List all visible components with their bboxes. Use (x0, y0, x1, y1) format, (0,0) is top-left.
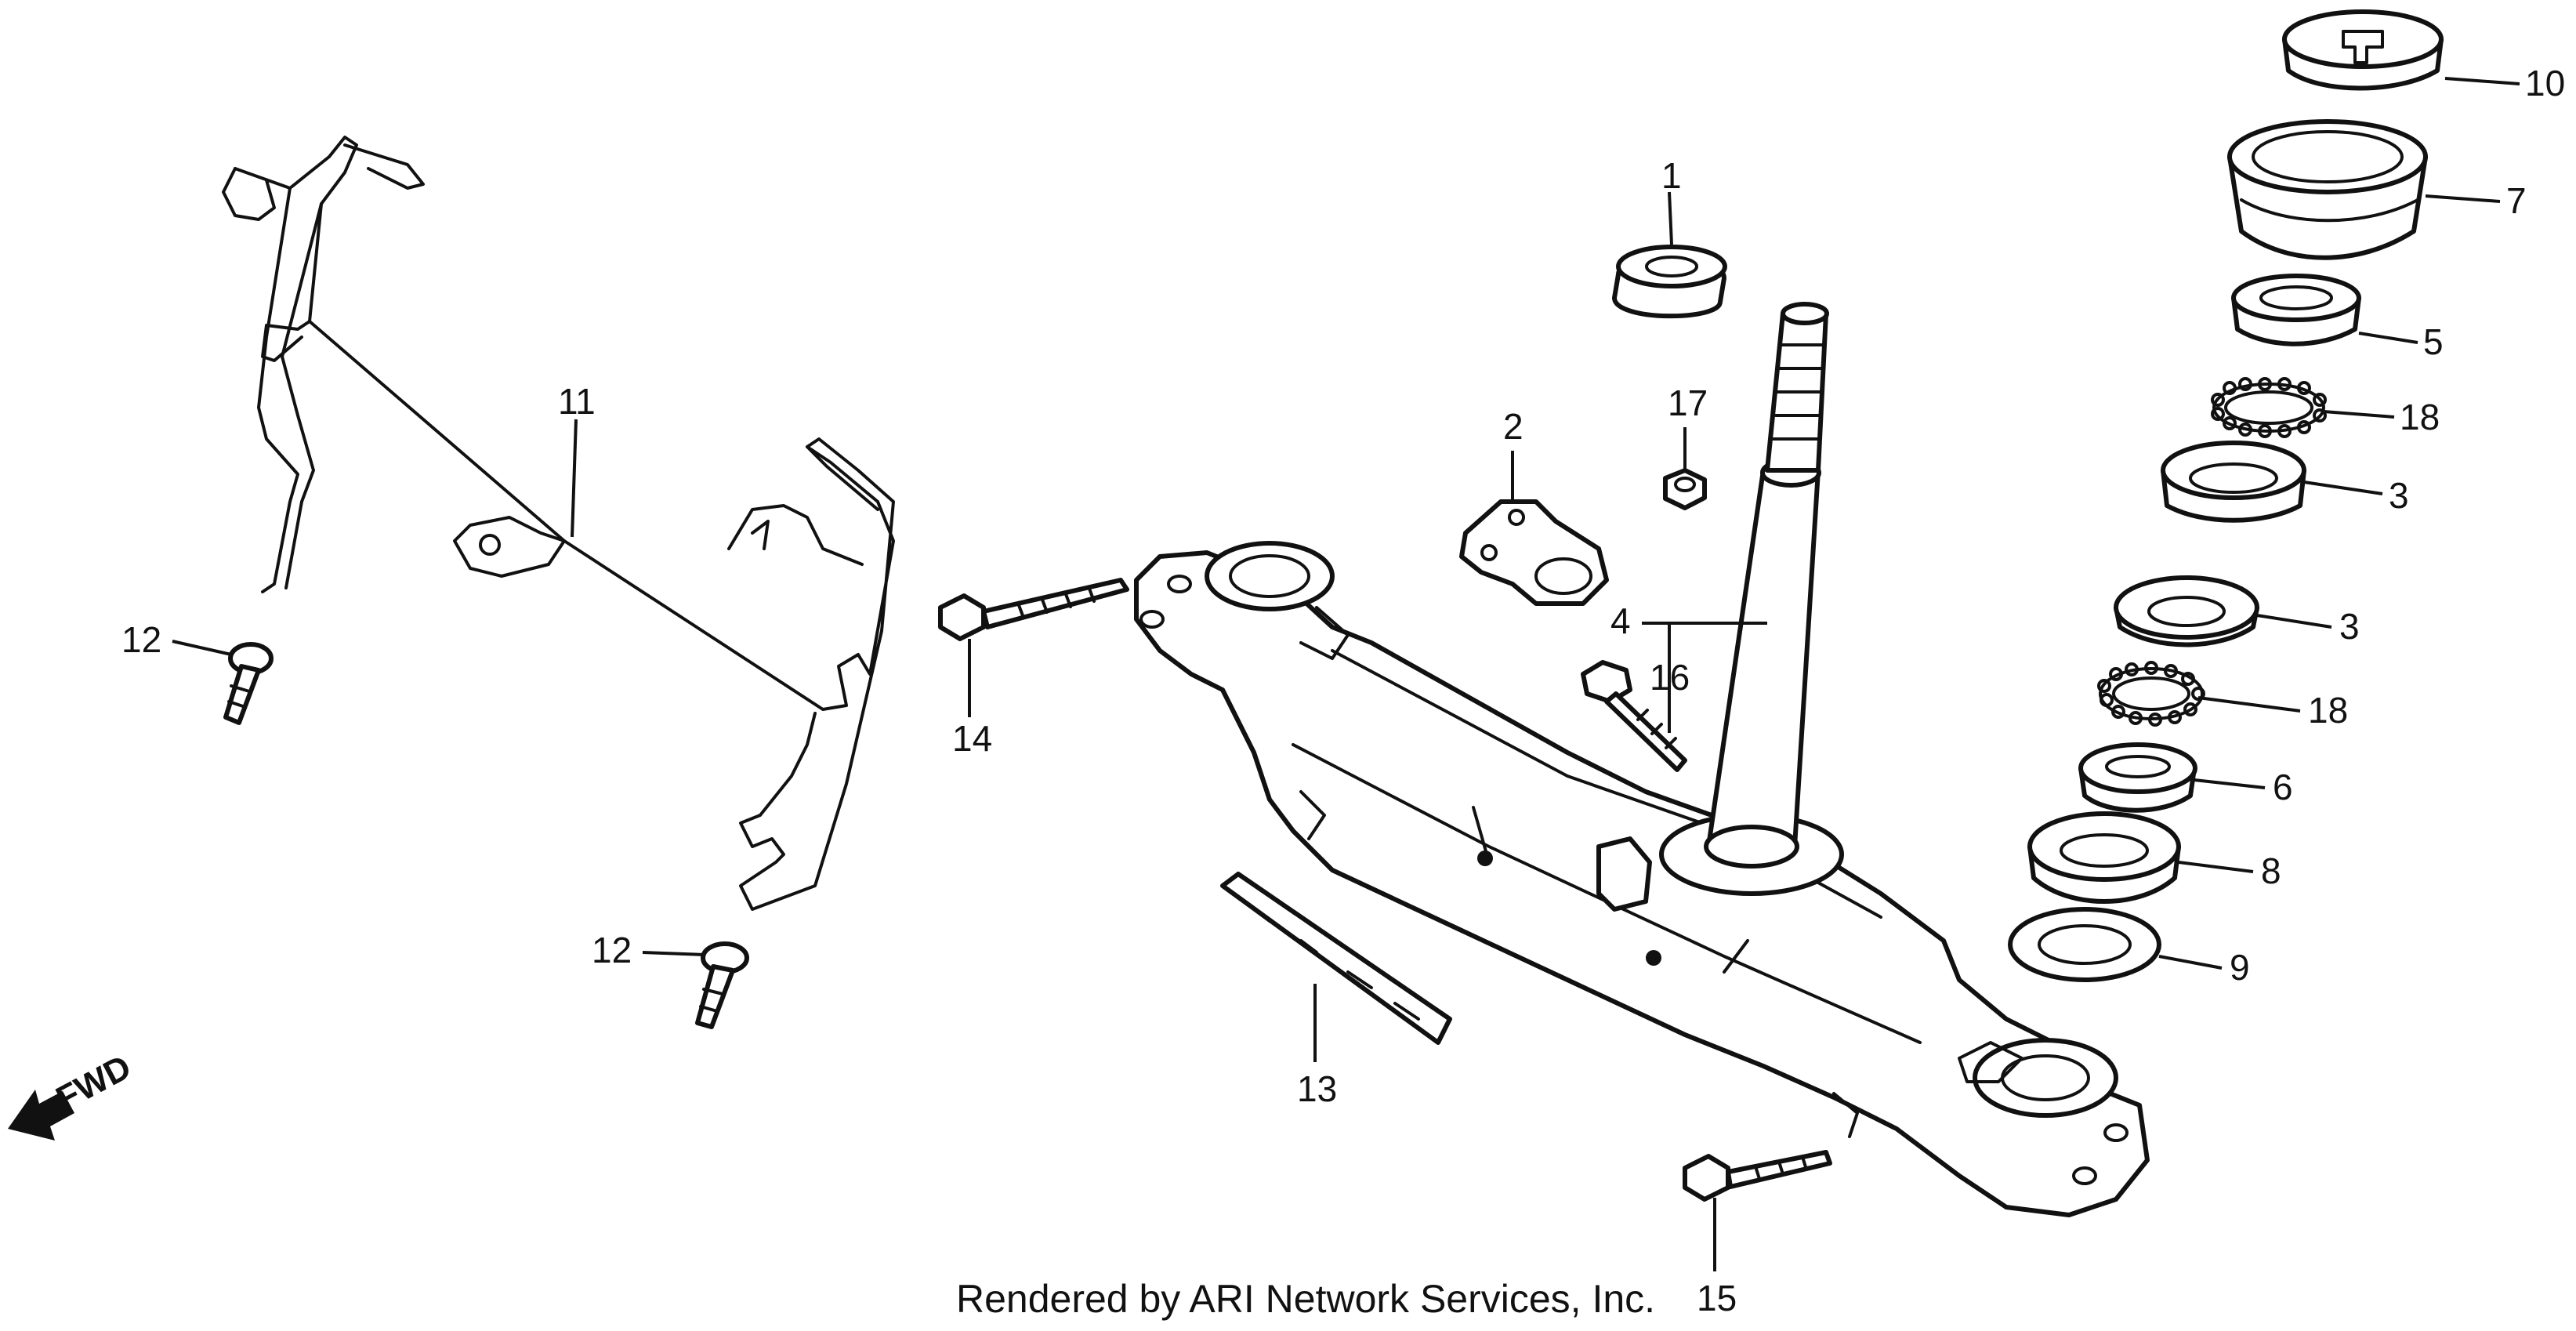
callout-3a: 3 (2389, 475, 2409, 516)
part-12b-screw (695, 941, 749, 1029)
callout-17: 17 (1668, 383, 1708, 423)
render-credit: Rendered by ARI Network Services, Inc. (956, 1277, 1656, 1321)
callout-1: 1 (1661, 155, 1682, 196)
part-7-adjusting-nut (2227, 119, 2428, 260)
callout-16: 16 (1650, 657, 1690, 698)
part-3a-ball-race (2161, 441, 2306, 523)
part-8-dust-seal (2027, 811, 2181, 904)
fwd-direction-arrow: FWD (8, 1048, 137, 1141)
part-11-headlight-stay (222, 136, 895, 911)
part-3b-ball-race (2114, 575, 2259, 647)
callout-labels: 1 2 3 3 4 5 6 7 8 9 10 11 12 12 13 14 15… (121, 63, 2565, 1318)
callout-18a: 18 (2400, 397, 2440, 437)
callout-12b: 12 (592, 930, 632, 970)
part-12a-screw (223, 642, 274, 725)
callout-15: 15 (1697, 1278, 1737, 1318)
fwd-label: FWD (50, 1048, 137, 1119)
part-10-cap (2282, 9, 2444, 91)
callout-13: 13 (1297, 1068, 1337, 1109)
callout-4: 4 (1610, 600, 1631, 641)
part-18b-steel-balls (2097, 661, 2205, 727)
part-1-grommet (1612, 245, 1727, 319)
part-6-cone-race (2078, 742, 2197, 813)
leader-lines (172, 77, 2520, 1271)
callout-18b: 18 (2308, 690, 2348, 731)
part-4-steering-stem (1134, 302, 2150, 1217)
part-15-bolt (1683, 1150, 1832, 1202)
part-18a-steel-balls (2211, 377, 2327, 438)
part-2-bracket (1459, 499, 1609, 606)
callout-14: 14 (952, 718, 992, 759)
callout-2: 2 (1503, 406, 1523, 447)
callout-7: 7 (2506, 180, 2527, 221)
part-14-bolt (938, 578, 1129, 641)
part-5-cone-race (2231, 274, 2361, 346)
callout-6: 6 (2273, 767, 2293, 807)
callout-9: 9 (2230, 947, 2250, 988)
callout-5: 5 (2423, 321, 2444, 362)
callout-10: 10 (2525, 63, 2565, 103)
callout-11: 11 (558, 381, 596, 422)
callout-8: 8 (2261, 850, 2281, 891)
callout-3b: 3 (2339, 606, 2360, 647)
part-16-bolt (1581, 660, 1687, 772)
part-17-nut (1663, 468, 1707, 510)
part-9-washer (2008, 907, 2161, 982)
callout-12a: 12 (121, 619, 161, 660)
part-13-label (1220, 872, 1452, 1045)
